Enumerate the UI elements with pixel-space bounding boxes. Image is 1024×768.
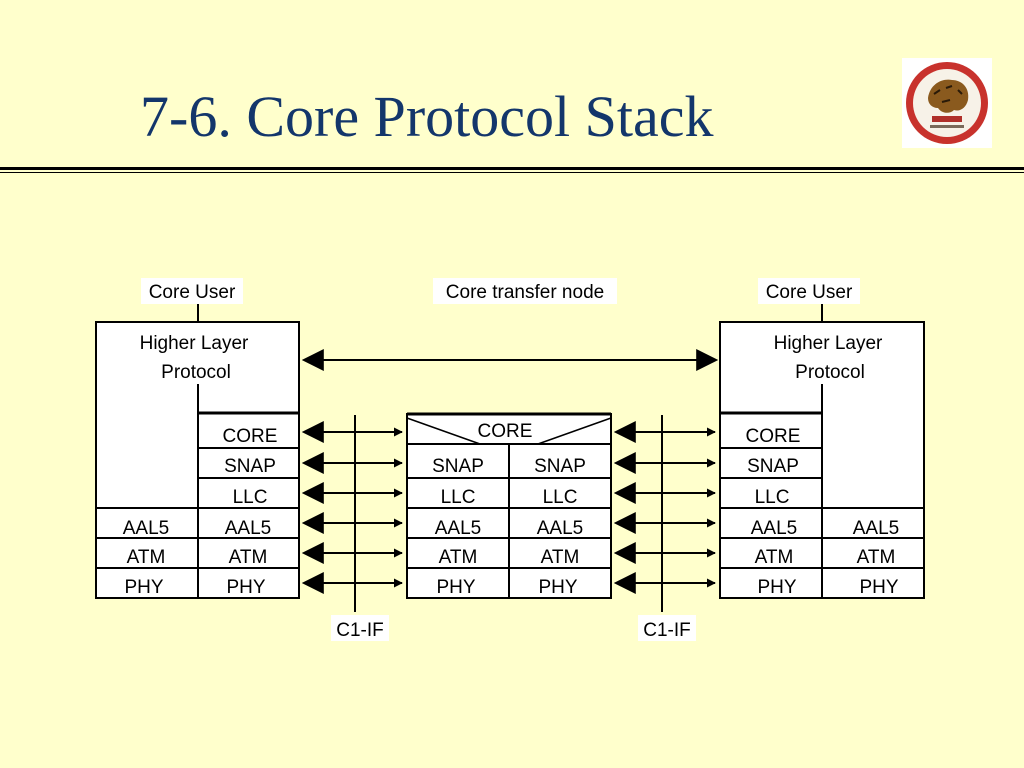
right-phy-a: PHY — [757, 577, 796, 598]
right-aal5-b: AAL5 — [853, 518, 899, 539]
right-core-label: CORE — [746, 426, 801, 447]
right-atm-a: ATM — [755, 547, 794, 568]
left-phy-a: PHY — [124, 577, 163, 598]
middle-phy-a: PHY — [436, 577, 475, 598]
interface-arrows-left — [301, 421, 403, 594]
middle-stack: CORE SNAP SNAP LLC LLC AAL5 AAL5 ATM ATM… — [406, 412, 612, 599]
middle-llc-a: LLC — [441, 487, 476, 508]
left-aal5-b: AAL5 — [225, 518, 271, 539]
right-higher-layer-line1: Higher Layer — [774, 333, 883, 354]
middle-snap-b: SNAP — [534, 456, 586, 477]
interface-arrows-right — [613, 421, 716, 594]
right-snap-label: SNAP — [747, 456, 799, 477]
right-atm-b: ATM — [857, 547, 896, 568]
left-interface-label: C1-IF — [336, 620, 384, 641]
university-seal-icon — [902, 58, 992, 148]
right-llc-label: LLC — [755, 487, 790, 508]
left-stack: Higher Layer Protocol CORE SNAP LLC AAL5… — [95, 321, 300, 599]
left-snap-label: SNAP — [224, 456, 276, 477]
title-divider — [0, 167, 1024, 170]
right-stack: Higher Layer Protocol CORE SNAP LLC AAL5… — [719, 321, 925, 599]
title-divider-thin — [0, 172, 1024, 173]
middle-atm-b: ATM — [541, 547, 580, 568]
middle-llc-b: LLC — [543, 487, 578, 508]
left-atm-b: ATM — [229, 547, 268, 568]
left-higher-layer-line2: Protocol — [161, 362, 231, 383]
middle-stack-heading: Core transfer node — [446, 282, 604, 303]
middle-atm-a: ATM — [439, 547, 478, 568]
left-aal5-a: AAL5 — [123, 518, 169, 539]
right-higher-layer-line2: Protocol — [795, 362, 865, 383]
right-phy-b: PHY — [859, 577, 898, 598]
left-stack-heading: Core User — [149, 282, 236, 303]
left-atm-a: ATM — [127, 547, 166, 568]
right-stack-heading: Core User — [766, 282, 853, 303]
left-higher-layer-line1: Higher Layer — [140, 333, 249, 354]
middle-aal5-b: AAL5 — [537, 518, 583, 539]
right-interface-label: C1-IF — [643, 620, 691, 641]
middle-aal5-a: AAL5 — [435, 518, 481, 539]
middle-snap-a: SNAP — [432, 456, 484, 477]
middle-phy-b: PHY — [538, 577, 577, 598]
page-title: 7-6. Core Protocol Stack — [140, 84, 714, 149]
left-llc-label: LLC — [233, 487, 268, 508]
left-core-label: CORE — [223, 426, 278, 447]
middle-core-label: CORE — [478, 421, 533, 442]
left-phy-b: PHY — [226, 577, 265, 598]
right-aal5-a: AAL5 — [751, 518, 797, 539]
